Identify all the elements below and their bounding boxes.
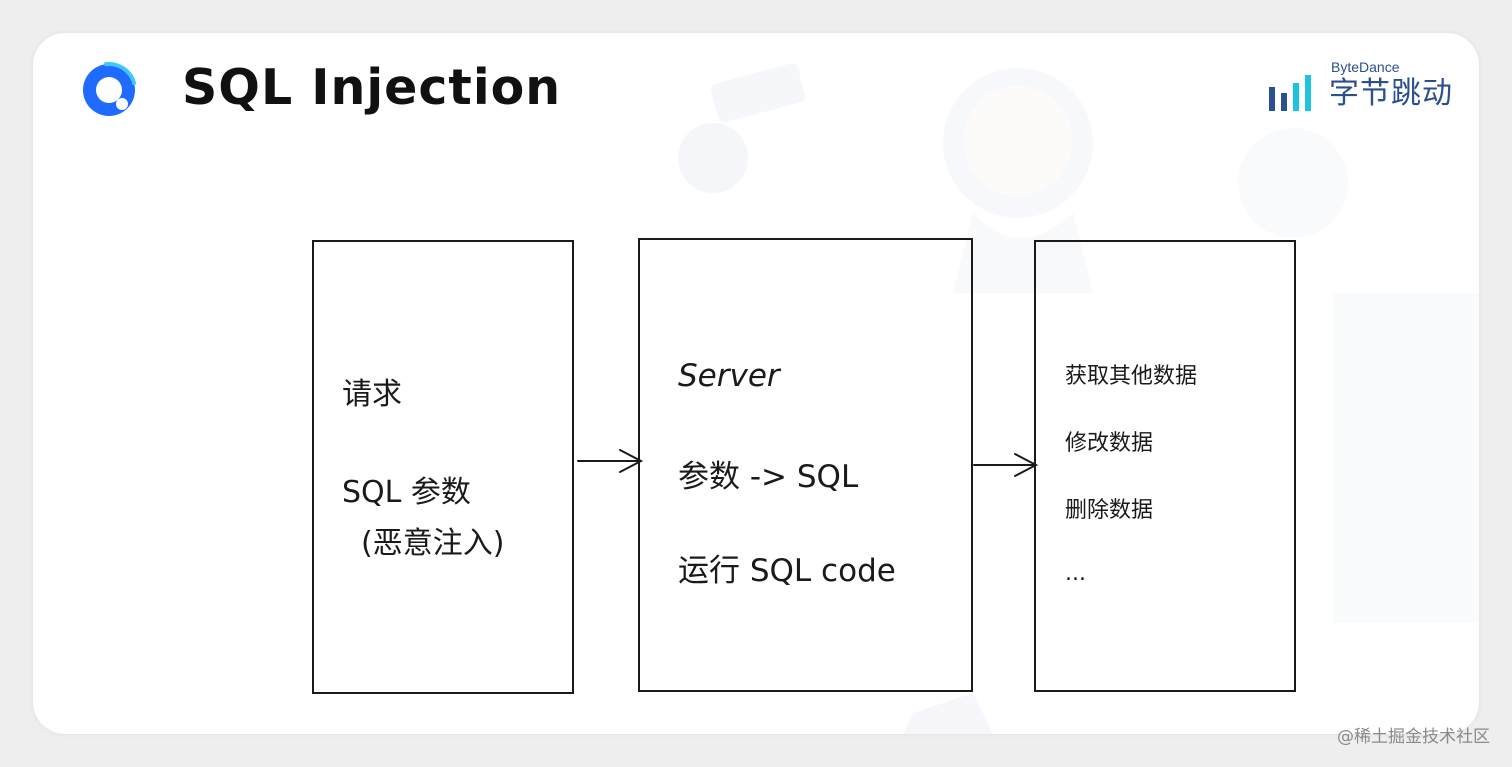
request-title: 请求: [342, 377, 402, 412]
ring-logo-icon: [81, 62, 137, 118]
request-box: [312, 240, 574, 694]
background-decoration: [678, 63, 1479, 734]
server-title: Server: [678, 358, 780, 394]
bar-chart-logo-icon: [1269, 75, 1311, 111]
result-item-delete-data: 删除数据: [1065, 498, 1154, 523]
result-box: [1034, 240, 1296, 692]
brand-name-cn: 字节跳动: [1329, 76, 1453, 111]
slide: SQL Injection ByteDance 字节跳动 请求 SQL 参数 (…: [33, 33, 1479, 734]
server-param-to-sql: 参数 -> SQL: [678, 459, 859, 495]
request-injection-note: (恶意注入): [361, 526, 505, 561]
server-run-sql: 运行 SQL code: [678, 553, 896, 589]
slide-title: SQL Injection: [182, 59, 562, 116]
result-item-get-data: 获取其他数据: [1065, 364, 1198, 389]
bytedance-logo: ByteDance 字节跳动: [1267, 59, 1472, 115]
brand-name-en: ByteDance: [1331, 59, 1400, 75]
source-credit: @稀土掘金技术社区: [1337, 727, 1490, 747]
request-sql-param: SQL 参数: [342, 475, 471, 510]
result-item-modify-data: 修改数据: [1065, 431, 1154, 456]
result-item-ellipsis: ...: [1065, 561, 1086, 586]
